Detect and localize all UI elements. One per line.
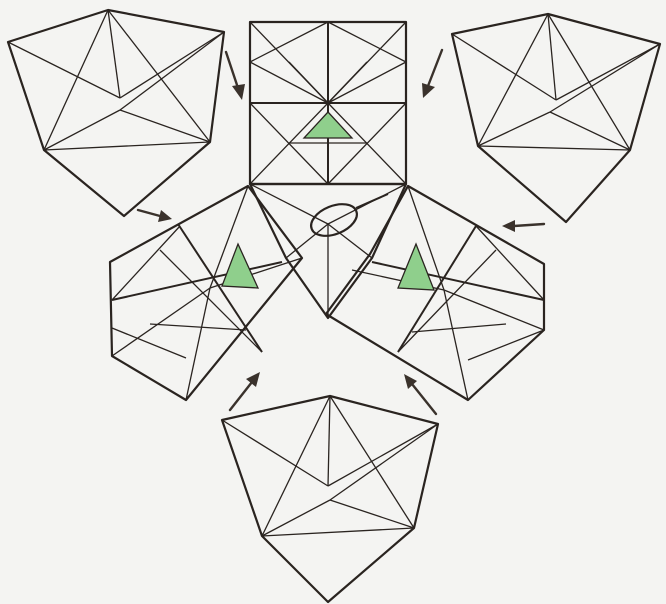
arrow-bottom-right [404, 374, 436, 414]
top-left-triangle-unit [8, 10, 224, 216]
oval-marker [307, 194, 388, 242]
center-triangle-unit [250, 184, 406, 318]
bottom-triangle-unit [222, 396, 438, 602]
top-square-unit [250, 22, 406, 184]
arrow-bottom-left [230, 372, 260, 410]
arrow-mid-right [502, 220, 544, 232]
left-square-inner-triangle [222, 244, 258, 288]
arrow-top-left [226, 52, 245, 100]
arrow-top-right [422, 50, 442, 98]
top-square-inner-triangle [304, 112, 352, 138]
left-square-unit [110, 186, 302, 400]
right-square-inner-triangle [398, 244, 434, 290]
top-right-triangle-unit [452, 14, 660, 222]
arrow-mid-left [138, 210, 172, 222]
right-square-unit [326, 186, 544, 400]
